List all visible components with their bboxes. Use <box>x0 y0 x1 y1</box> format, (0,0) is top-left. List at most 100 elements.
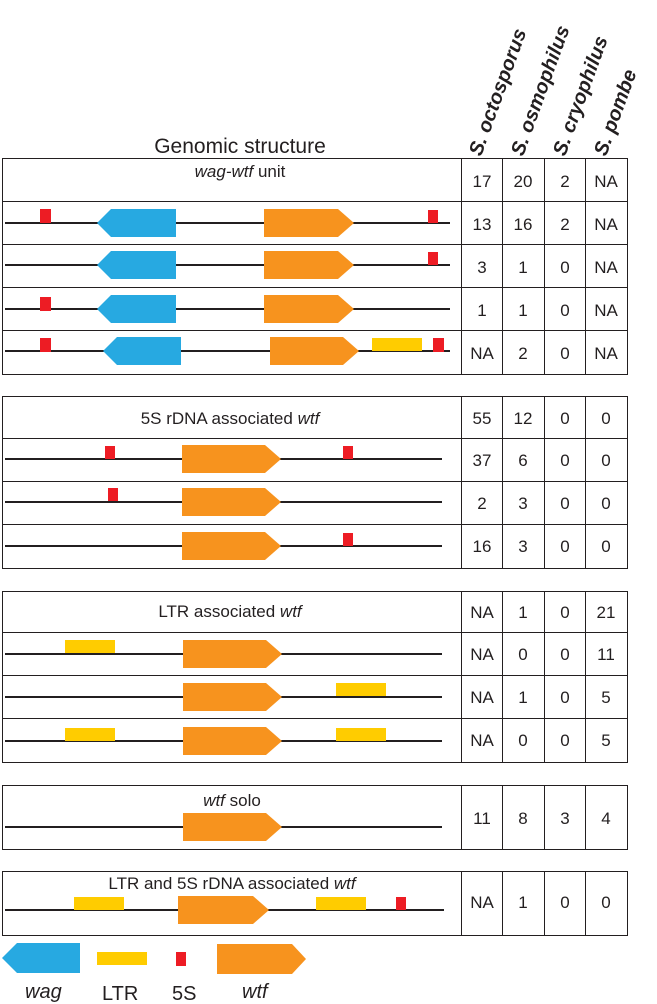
count-cell: 0 <box>560 645 569 664</box>
wag-gene-arrow <box>97 295 176 323</box>
section2-row2-counts: 2 3 0 0 <box>477 494 610 513</box>
count-cell: 17 <box>473 172 492 191</box>
count-cell: 3 <box>518 537 527 556</box>
count-cell: 4 <box>601 809 610 828</box>
count-cell: NA <box>594 344 618 363</box>
wtf-gene-arrow <box>264 251 354 279</box>
section3-row1-counts: NA 0 0 11 <box>470 645 615 664</box>
wtf-gene-arrow <box>270 337 359 365</box>
count-cell: 0 <box>560 301 569 320</box>
count-cell: 1 <box>518 258 527 277</box>
rrna-5s-block <box>40 297 51 311</box>
count-cell: NA <box>594 172 618 191</box>
count-cell: NA <box>470 731 494 750</box>
count-cell: 6 <box>518 451 527 470</box>
count-cell: NA <box>594 215 618 234</box>
structure-wtf-ltr-upstream <box>5 640 442 668</box>
section-wag-wtf-unit <box>2 158 628 375</box>
count-cell: 1 <box>477 301 486 320</box>
count-cell: 3 <box>518 494 527 513</box>
count-cell: NA <box>470 645 494 664</box>
section-ltr-associated-wtf <box>2 591 628 763</box>
rrna-5s-legend-icon <box>176 952 186 966</box>
count-cell: 0 <box>560 731 569 750</box>
section-5s-rdna-associated-wtf <box>2 396 628 569</box>
count-cell: 11 <box>597 645 615 664</box>
section1-row4-counts: NA 2 0 NA <box>470 344 618 363</box>
ltr-block <box>74 897 124 910</box>
structure-wtf-5s-both <box>5 445 442 473</box>
section1-header-counts: 17 20 2 NA <box>473 172 619 191</box>
count-cell: 0 <box>560 258 569 277</box>
section2-header-counts: 55 12 0 0 <box>473 409 611 428</box>
count-cell: 3 <box>560 809 569 828</box>
count-cell: 16 <box>473 537 492 556</box>
count-cell: 2 <box>560 215 569 234</box>
section-ltr-and-5s-rdna-associated-wtf <box>2 871 628 936</box>
ltr-block <box>336 728 386 741</box>
rrna-5s-block <box>428 252 438 265</box>
count-cell: NA <box>594 258 618 277</box>
ltr-block <box>372 338 422 351</box>
count-cell: 2 <box>518 344 527 363</box>
rrna-5s-block <box>105 446 115 459</box>
structure-wtf-solo <box>5 813 442 841</box>
wtf-gene-arrow <box>182 532 281 560</box>
section-label-ltr-associated-wtf: LTR associated wtf <box>158 602 304 621</box>
count-cell: 5 <box>601 688 610 707</box>
rrna-5s-block <box>433 338 444 352</box>
rrna-5s-block <box>343 446 353 459</box>
count-cell: 8 <box>518 809 527 828</box>
structure-wtf-ltr-both <box>5 727 442 755</box>
count-cell: 1 <box>518 603 527 622</box>
section5-counts: NA 1 0 0 <box>470 893 611 912</box>
count-cell: 13 <box>473 215 492 234</box>
section1-row2-counts: 3 1 0 NA <box>477 258 618 277</box>
wag-gene-arrow <box>103 337 181 365</box>
wag-gene-arrow <box>97 209 176 237</box>
structure-wtf-5s-downstream <box>5 532 442 560</box>
count-cell: 1 <box>518 688 527 707</box>
structure-wtf-ltr-downstream <box>5 683 442 711</box>
count-cell: 12 <box>514 409 533 428</box>
count-cell: 3 <box>477 258 486 277</box>
wag-legend-label: wag <box>25 981 62 1003</box>
wtf-legend-label: wtf <box>242 981 270 1003</box>
rrna-5s-block <box>40 338 51 352</box>
structure-wag-wtf-5s-upstream <box>5 295 450 323</box>
count-cell: NA <box>470 688 494 707</box>
legend: wag LTR 5S wtf <box>2 943 306 1004</box>
count-cell: 5 <box>601 731 610 750</box>
wtf-gene-arrow <box>183 813 282 841</box>
wag-legend-icon <box>2 943 80 973</box>
count-cell: 0 <box>560 537 569 556</box>
count-cell: 0 <box>560 344 569 363</box>
count-cell: NA <box>470 344 494 363</box>
wtf-gene-arrow <box>183 727 282 755</box>
section3-header-counts: NA 1 0 21 <box>470 603 615 622</box>
count-cell: 0 <box>560 409 569 428</box>
section1-row3-counts: 1 1 0 NA <box>477 301 618 320</box>
wtf-legend-icon <box>217 944 306 974</box>
count-cell: 0 <box>601 893 610 912</box>
count-cell: NA <box>470 603 494 622</box>
count-cell: 2 <box>477 494 486 513</box>
section-wtf-solo <box>2 785 628 850</box>
count-cell: 20 <box>514 172 533 191</box>
wtf-gene-arrow <box>178 896 269 924</box>
count-cell: 0 <box>560 494 569 513</box>
count-cell: 0 <box>518 645 527 664</box>
count-cell: 0 <box>601 494 610 513</box>
rrna-5s-block <box>343 533 353 546</box>
count-cell: 11 <box>473 809 491 828</box>
count-cell: 0 <box>560 603 569 622</box>
section1-row1-counts: 13 16 2 NA <box>473 215 619 234</box>
rrna-5s-legend-label: 5S <box>172 983 196 1004</box>
wtf-gene-arrow <box>264 209 354 237</box>
structure-wag-wtf-5s-both <box>5 209 450 237</box>
ltr-legend-label: LTR <box>102 983 138 1004</box>
wtf-gene-arrow <box>182 488 281 516</box>
rrna-5s-block <box>108 488 118 501</box>
ltr-block <box>65 728 115 741</box>
